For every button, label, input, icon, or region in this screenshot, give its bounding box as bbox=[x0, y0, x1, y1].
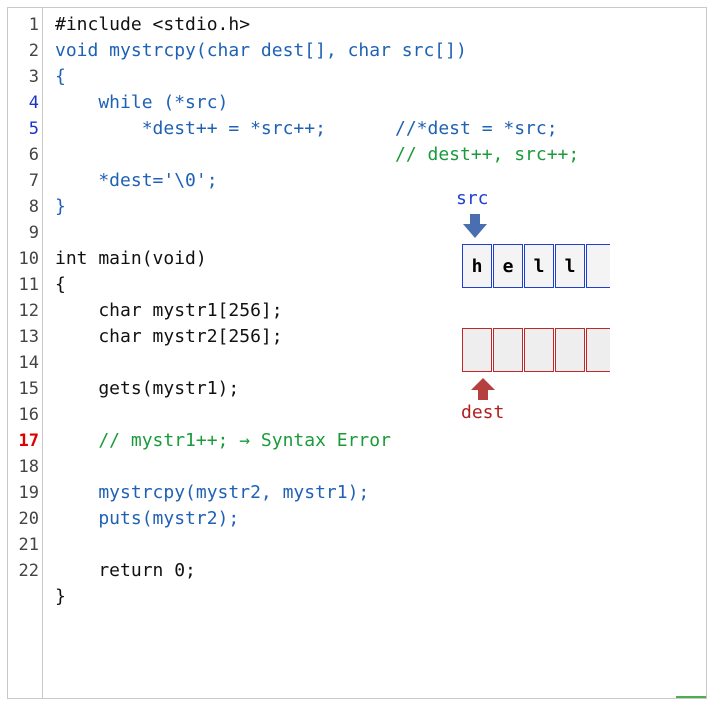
code-comment-5: //*dest = *src; bbox=[395, 118, 558, 139]
src-label: src bbox=[456, 188, 489, 209]
bottom-right-indicator bbox=[676, 696, 706, 698]
code-line-11[interactable]: { bbox=[55, 274, 66, 295]
code-line-20[interactable]: puts(mystr2); bbox=[55, 508, 240, 529]
line-number-13: 13 bbox=[18, 327, 39, 347]
line-number-3: 3 bbox=[28, 67, 39, 87]
code-line-17[interactable]: // mystr1++; → Syntax Error bbox=[55, 430, 391, 451]
code-comment-6: // dest++, src++; bbox=[395, 144, 580, 165]
dest-label: dest bbox=[461, 402, 505, 423]
code-line-22[interactable]: return 0; bbox=[55, 560, 196, 581]
line-number-1: 1 bbox=[28, 15, 39, 35]
code-line-4[interactable]: while (*src) bbox=[55, 92, 229, 113]
code-line-1[interactable]: #include <stdio.h> bbox=[55, 14, 251, 35]
line-number-21: 21 bbox=[18, 535, 39, 555]
line-number-7: 7 bbox=[28, 171, 39, 191]
src-cell-1: e bbox=[493, 244, 523, 288]
dest-cell-2 bbox=[524, 328, 554, 372]
src-cell-4 bbox=[586, 244, 610, 288]
code-line-3[interactable]: { bbox=[55, 66, 66, 87]
line-number-14: 14 bbox=[18, 353, 39, 373]
line-number-11: 11 bbox=[18, 275, 39, 295]
line-number-4: 4 bbox=[28, 93, 39, 113]
code-line-12[interactable]: char mystr1[256]; bbox=[55, 300, 283, 321]
line-number-22: 22 bbox=[18, 561, 39, 581]
line-number-9: 9 bbox=[28, 223, 39, 243]
line-number-5: 5 bbox=[28, 119, 39, 139]
code-line-8[interactable]: } bbox=[55, 196, 66, 217]
code-line-7[interactable]: *dest='\0'; bbox=[55, 170, 218, 191]
line-number-20: 20 bbox=[18, 509, 39, 529]
src-cell-3: l bbox=[555, 244, 585, 288]
code-line-13[interactable]: char mystr2[256]; bbox=[55, 326, 283, 347]
line-number-8: 8 bbox=[28, 197, 39, 217]
code-line-19[interactable]: mystrcpy(mystr2, mystr1); bbox=[55, 482, 370, 503]
code-line-5[interactable]: *dest++ = *src++; bbox=[55, 118, 326, 139]
code-line-23[interactable]: } bbox=[55, 586, 66, 607]
src-cell-0: h bbox=[462, 244, 492, 288]
line-number-2: 2 bbox=[28, 41, 39, 61]
src-arrow-icon bbox=[463, 214, 487, 238]
line-number-17: 17 bbox=[18, 431, 39, 451]
dest-cell-0 bbox=[462, 328, 492, 372]
dest-cell-4 bbox=[586, 328, 610, 372]
code-line-15[interactable]: gets(mystr1); bbox=[55, 378, 240, 399]
line-number-6: 6 bbox=[28, 145, 39, 165]
line-number-10: 10 bbox=[18, 249, 39, 269]
line-number-15: 15 bbox=[18, 379, 39, 399]
dest-arrow-icon bbox=[471, 378, 495, 400]
dest-cell-1 bbox=[493, 328, 523, 372]
line-number-18: 18 bbox=[18, 457, 39, 477]
line-number-19: 19 bbox=[18, 483, 39, 503]
src-cell-2: l bbox=[524, 244, 554, 288]
code-line-10[interactable]: int main(void) bbox=[55, 248, 207, 269]
line-number-16: 16 bbox=[18, 405, 39, 425]
line-number-12: 12 bbox=[18, 301, 39, 321]
dest-cell-3 bbox=[555, 328, 585, 372]
code-line-2[interactable]: void mystrcpy(char dest[], char src[]) bbox=[55, 40, 467, 61]
